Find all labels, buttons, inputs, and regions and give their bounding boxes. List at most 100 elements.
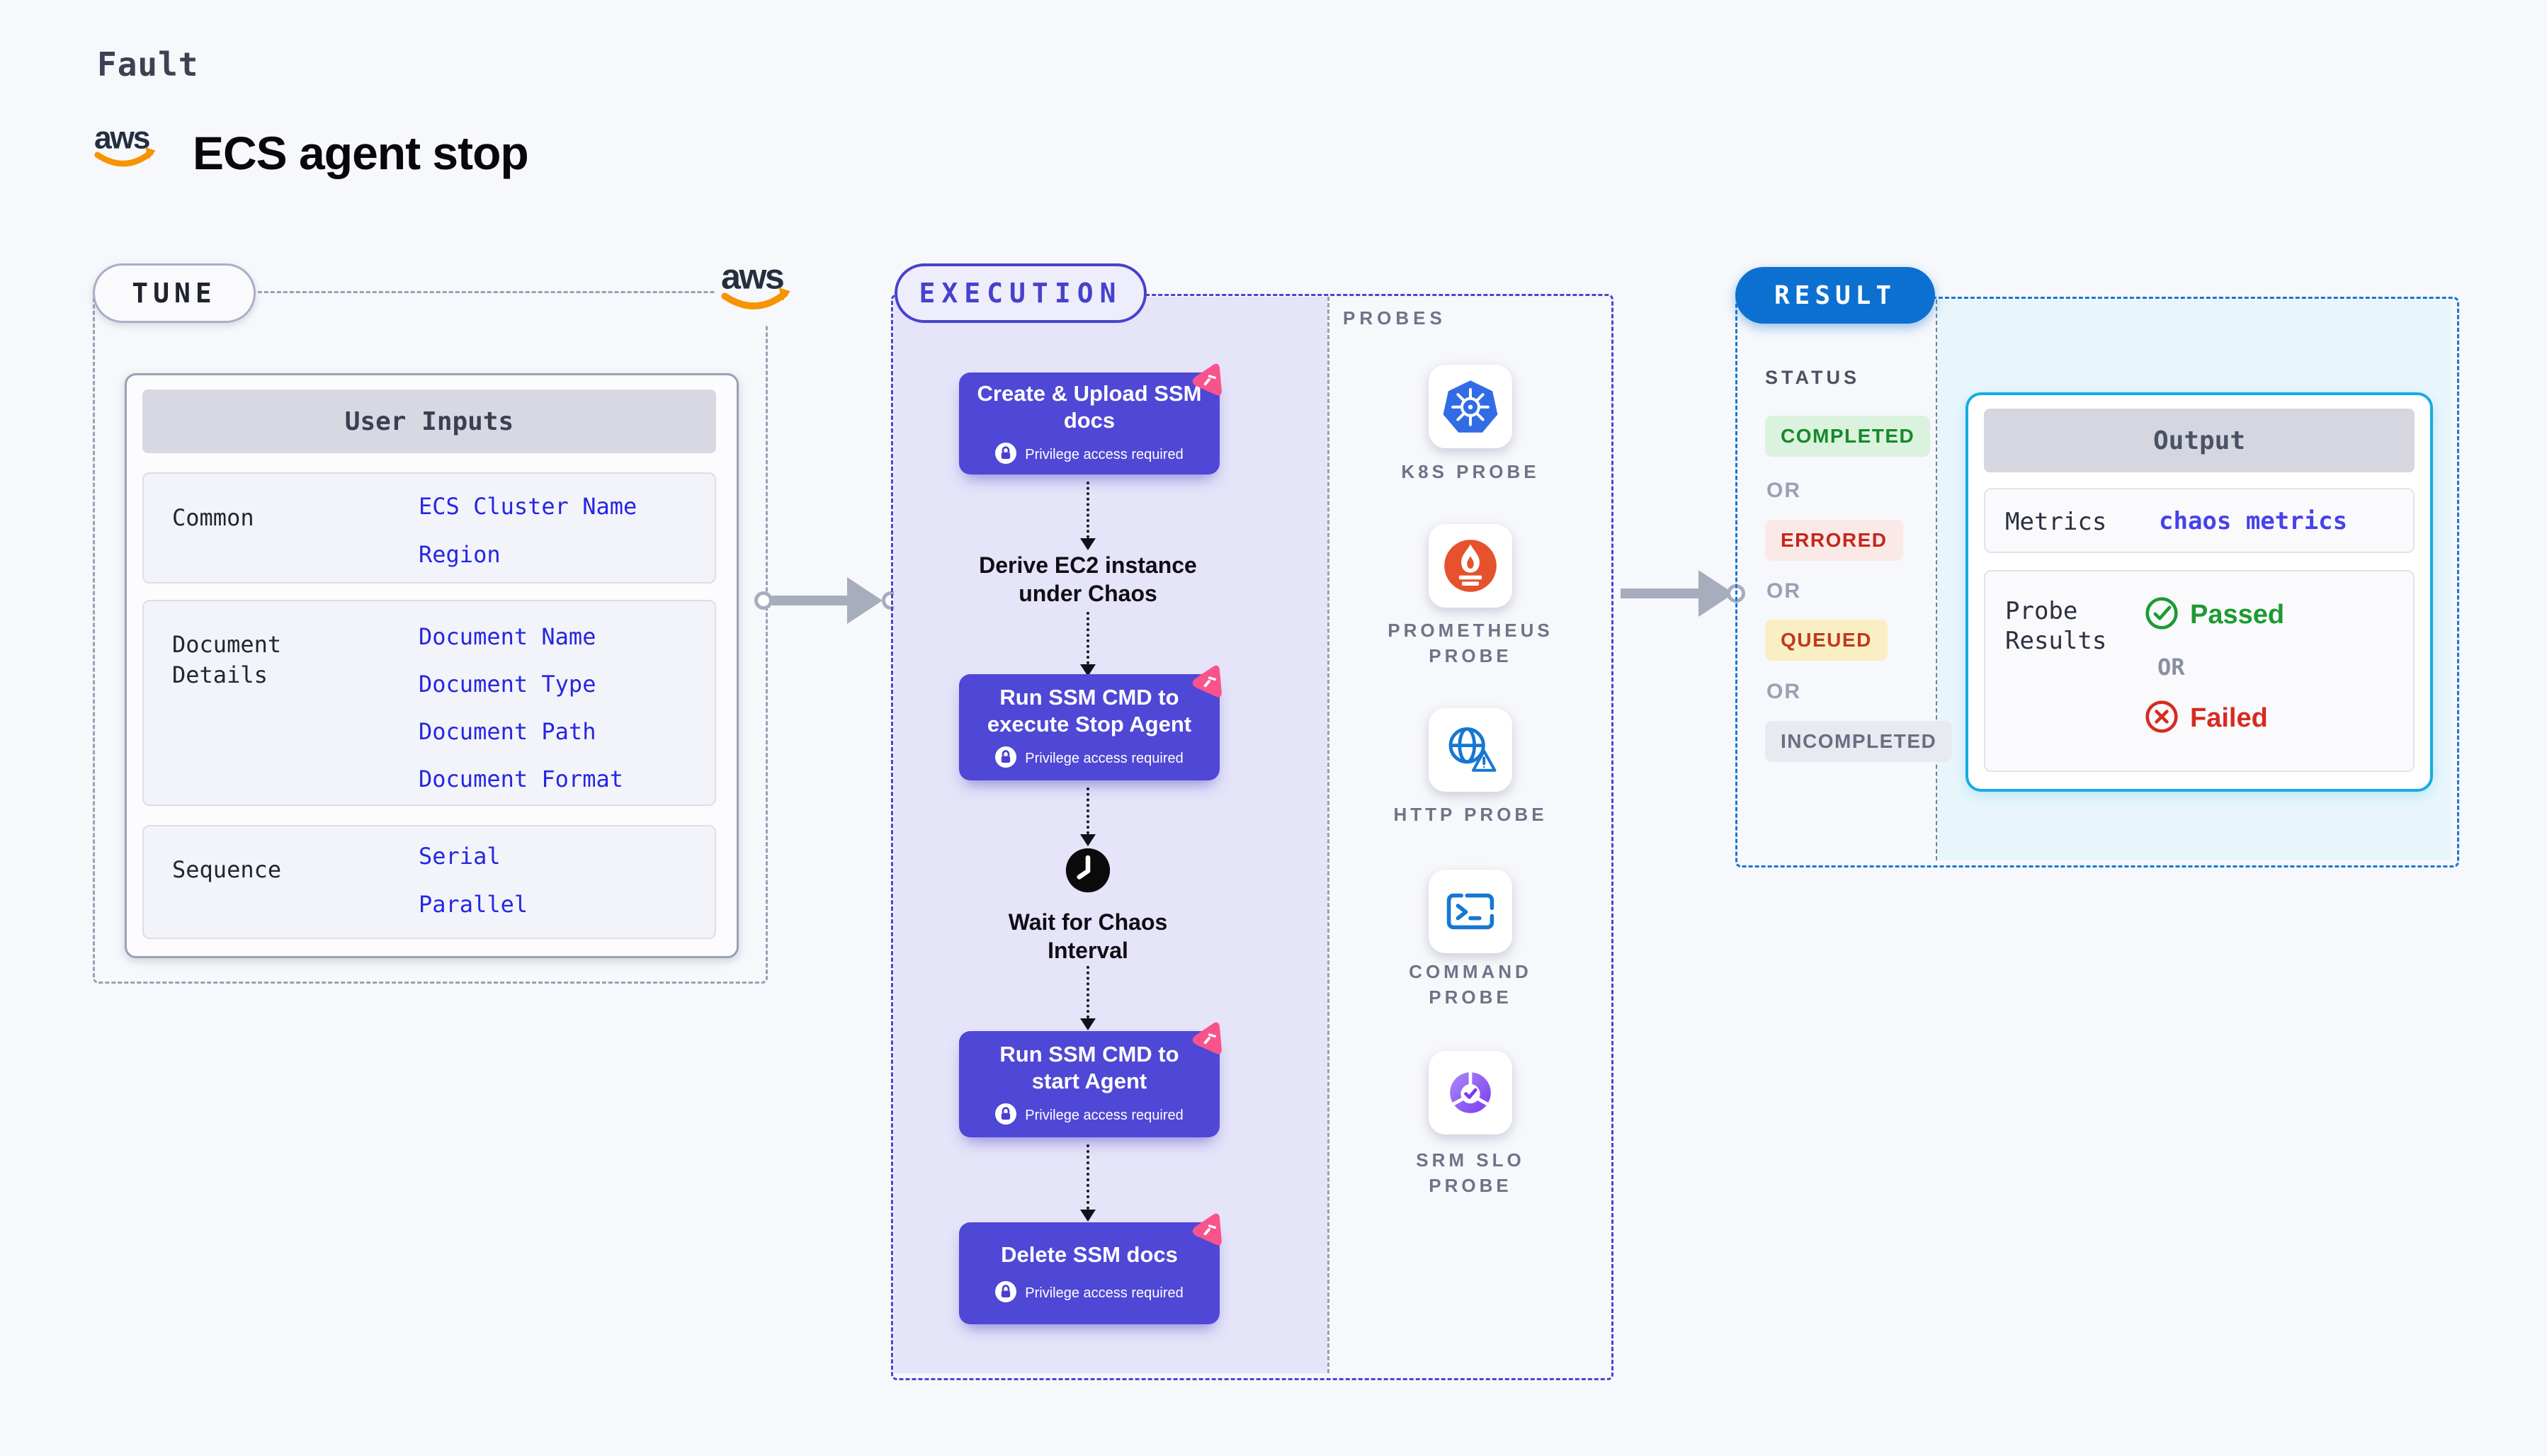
execution-phase-label: EXECUTION: [919, 278, 1123, 309]
privilege-chip: Privilege access required: [995, 442, 1184, 467]
status-badge: QUEUED: [1765, 620, 1888, 661]
clock-icon: [1065, 847, 1111, 894]
output-card: Output Metrics chaos metrics Probe Resul…: [1965, 392, 2433, 792]
lock-icon: [995, 442, 1017, 467]
input-field-link: Document Name: [419, 623, 596, 650]
row-label: Document Details: [172, 631, 282, 688]
litmus-chaos-icon: [1189, 1210, 1230, 1251]
arrow-right-icon: [847, 577, 883, 624]
probes-divider: [1327, 297, 1329, 1373]
result-phase-badge: RESULT: [1735, 267, 1935, 324]
input-field-link: Serial: [419, 843, 501, 870]
step-text-wait: Wait for Chaos Interval: [1008, 909, 1168, 963]
flow-connector: [1087, 1144, 1089, 1210]
check-circle-icon: [2145, 596, 2179, 634]
litmus-chaos-icon: [1189, 360, 1230, 401]
metrics-value-link: chaos metrics: [2159, 507, 2348, 535]
step-card-create-upload: Create & Upload SSM docs Privilege acces…: [959, 363, 1222, 474]
flow-connector: [1087, 966, 1089, 1018]
input-field-link: Document Path: [419, 718, 596, 745]
table-row-common: Common ECS Cluster Name Region: [142, 472, 716, 584]
row-label: Sequence: [172, 856, 282, 883]
step-title: Delete SSM docs: [1001, 1241, 1178, 1267]
failed-label: Failed: [2190, 703, 2268, 733]
litmus-chaos-icon: [1189, 1018, 1230, 1059]
probes-heading: PROBES: [1343, 307, 1446, 329]
lock-icon: [995, 746, 1017, 771]
lock-icon: [995, 1103, 1017, 1128]
metrics-label: Metrics: [2005, 508, 2107, 536]
privilege-note: Privilege access required: [1025, 1285, 1184, 1301]
privilege-note: Privilege access required: [1025, 446, 1184, 462]
flow-connector-arrow: [1080, 834, 1096, 846]
result-phase-label: RESULT: [1774, 280, 1897, 310]
tune-phase-badge: TUNE: [93, 263, 256, 323]
status-heading: STATUS: [1765, 367, 1860, 388]
step-title: Run SSM CMD to execute Stop Agent: [987, 684, 1192, 736]
passed-label: Passed: [2190, 599, 2285, 630]
privilege-chip: Privilege access required: [995, 1103, 1184, 1128]
table-row-sequence: Sequence Serial Parallel: [142, 825, 716, 939]
step-card-stop-agent: Run SSM CMD to execute Stop Agent Privil…: [959, 665, 1222, 780]
execution-flow-panel: [894, 297, 1327, 1373]
flow-connector-arrow: [1080, 538, 1096, 550]
arrow-right-icon: [772, 596, 849, 605]
user-inputs-header: User Inputs: [142, 389, 716, 453]
input-field-link: Region: [419, 541, 501, 568]
input-field-link: ECS Cluster Name: [419, 493, 637, 520]
or-separator: OR: [2157, 654, 2185, 681]
probe-results-row: Probe Results Passed OR Failed: [1984, 570, 2415, 772]
svg-text:aws: aws: [94, 121, 149, 156]
probe-label: SRM SLO PROBE: [1416, 1149, 1525, 1196]
probe-label: COMMAND PROBE: [1409, 961, 1532, 1008]
input-field-link: Parallel: [419, 891, 528, 918]
execution-phase-badge: EXECUTION: [895, 263, 1147, 323]
prometheus-icon: [1429, 524, 1512, 608]
user-inputs-card: User Inputs Common ECS Cluster Name Regi…: [125, 373, 739, 958]
tune-region: [93, 291, 768, 984]
step-card-start-agent: Run SSM CMD to start Agent Privilege acc…: [959, 1022, 1222, 1137]
probe-results-label: Probe Results: [2005, 597, 2107, 655]
or-separator: OR: [1766, 680, 1801, 703]
input-field-link: Document Type: [419, 671, 596, 698]
step-title: Create & Upload SSM docs: [977, 380, 1202, 433]
probe-label: PROMETHEUS PROBE: [1388, 620, 1553, 666]
row-label: Common: [172, 504, 254, 531]
tune-phase-label: TUNE: [132, 278, 217, 309]
failed-result: Failed: [2145, 700, 2284, 736]
connector-node: [754, 591, 773, 610]
privilege-note: Privilege access required: [1025, 750, 1184, 766]
lock-icon: [995, 1280, 1017, 1306]
step-text-derive: Derive EC2 instance under Chaos: [979, 552, 1197, 606]
x-circle-icon: [2145, 700, 2179, 737]
svg-text:aws: aws: [721, 257, 783, 297]
probe-label: HTTP PROBE: [1393, 804, 1548, 825]
kubernetes-icon: [1429, 365, 1512, 448]
status-badge: ERRORED: [1765, 520, 1903, 561]
terminal-icon: [1429, 870, 1512, 953]
fault-kind-label: Fault: [97, 45, 199, 84]
flow-connector: [1087, 612, 1089, 664]
flow-connector-arrow: [1080, 1018, 1096, 1030]
flow-connector-arrow: [1080, 1210, 1096, 1222]
or-separator: OR: [1766, 579, 1801, 603]
page-title: ECS agent stop: [193, 127, 529, 179]
privilege-chip: Privilege access required: [995, 1280, 1184, 1306]
arrow-right-icon: [1621, 588, 1700, 598]
flow-connector-arrow: [1080, 664, 1096, 676]
input-field-link: Document Format: [419, 766, 623, 792]
step-card-delete-docs: Delete SSM docs Privilege access require…: [959, 1213, 1222, 1324]
slo-gauge-icon: [1429, 1051, 1512, 1134]
step-title: Run SSM CMD to start Agent: [999, 1041, 1179, 1093]
metrics-row: Metrics chaos metrics: [1984, 488, 2415, 553]
status-badge: COMPLETED: [1765, 416, 1931, 457]
aws-logo-icon: aws: [715, 249, 800, 326]
status-badge: INCOMPLETED: [1765, 721, 1953, 762]
execution-region: [891, 294, 1613, 1380]
flow-connector: [1087, 787, 1089, 834]
privilege-chip: Privilege access required: [995, 746, 1184, 771]
flow-connector: [1087, 482, 1089, 538]
litmus-chaos-icon: [1189, 661, 1230, 703]
output-header: Output: [1984, 409, 2415, 472]
